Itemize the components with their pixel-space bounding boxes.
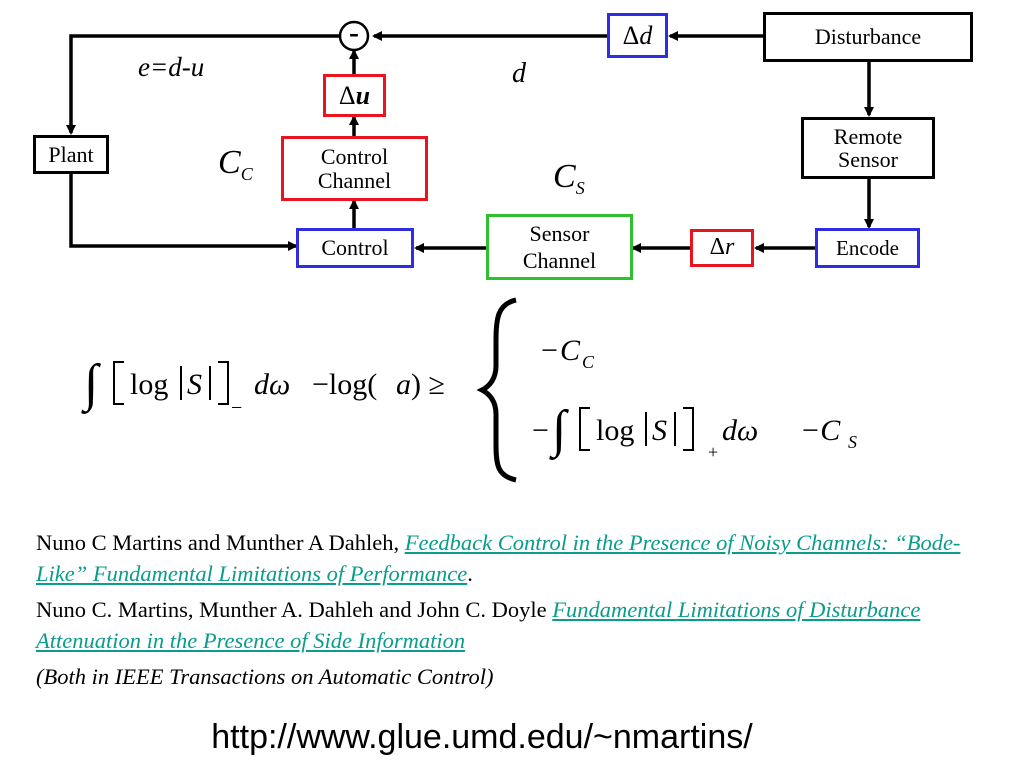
lhs-minus-subscript: − [231, 397, 242, 419]
lhs-bracket-left [113, 361, 124, 405]
lhs-log: log [130, 368, 168, 401]
delta-d-delta: Δ [622, 20, 640, 50]
formula-graphic: ∫ log S − dω −log( a ) ≥ − C C − ∫ log [81, 297, 857, 483]
d-label: d [512, 58, 526, 89]
ref1-authors: Nuno C Martins and Munther A Dahleh, [36, 530, 400, 555]
delta-d-var: d [639, 20, 653, 50]
case2-minus: − [532, 414, 549, 447]
reference-2: Nuno C. Martins, Munther A. Dahleh and J… [36, 594, 996, 656]
remote-sensor-line1: Remote [833, 123, 903, 149]
disturbance-label: Disturbance [814, 24, 922, 50]
encode-block: Encode [815, 228, 920, 268]
plant-label: Plant [48, 141, 94, 167]
case1-minus: − [541, 334, 558, 367]
control-block: Control [296, 228, 414, 268]
cs-main: C [553, 158, 576, 195]
delta-u-var: u [355, 80, 371, 110]
case2-domega: dω [722, 414, 758, 447]
control-channel-line1: Control [320, 144, 389, 170]
control-label: Control [321, 235, 389, 261]
case2-log: log [596, 414, 634, 447]
error-equation-label: e=d-u [138, 52, 205, 82]
sensor-channel-line2: Channel [522, 248, 597, 273]
cc-subscript: C [240, 164, 253, 184]
arrow-sum-to-plant [66, 34, 339, 135]
case1-subscript: C [582, 352, 595, 372]
lhs-a: a [396, 368, 411, 401]
delta-r-var: r [725, 234, 735, 261]
remote-sensor-line2: Sensor [838, 147, 898, 172]
sensor-channel-block: Sensor Channel [486, 214, 633, 280]
ref1-end: . [467, 561, 473, 586]
ref1-title-link[interactable]: Feedback Control in the Presence of Nois… [36, 530, 961, 586]
cs-subscript: S [575, 178, 585, 198]
lhs-integral-sign: ∫ [81, 355, 101, 414]
journal-note: (Both in IEEE Transactions on Automatic … [36, 664, 494, 689]
arrow-plant-to-control [69, 172, 298, 251]
delta-r-delta: Δ [709, 234, 726, 261]
ref2-authors: Nuno C. Martins, Munther A. Dahleh and J… [36, 597, 547, 622]
lhs-close-geq: ) ≥ [411, 368, 445, 401]
case2-bracket-right [683, 407, 694, 451]
disturbance-block: Disturbance [763, 12, 973, 62]
control-channel-line2: Channel [317, 167, 392, 193]
ref2-title-link[interactable]: Fundamental Limitations of Disturbance A… [36, 597, 921, 653]
case2-minus-C: −C [800, 414, 841, 447]
lhs-bracket-right [218, 361, 229, 405]
case2-plus-subscript: + [708, 442, 718, 462]
delta-u-delta: Δ [338, 80, 356, 110]
sensor-channel-line1: Sensor [529, 220, 590, 246]
case2-integral-sign: ∫ [549, 401, 569, 460]
control-channel-block: Control Channel [281, 136, 428, 201]
control-capacity-label: CC [218, 144, 253, 185]
plant-block: Plant [33, 135, 109, 174]
sensor-capacity-label: CS [553, 158, 585, 199]
case1-C: C [560, 334, 581, 367]
lhs-S: S [187, 368, 202, 401]
cc-main: C [218, 144, 241, 181]
encode-label: Encode [836, 235, 899, 260]
cases-brace [476, 297, 517, 483]
case2-S: S [652, 414, 667, 447]
reference-1: Nuno C Martins and Munther A Dahleh, Fee… [36, 527, 996, 589]
summing-sign: - [349, 16, 359, 49]
lhs-minus-log: −log( [312, 368, 377, 401]
lhs-domega: dω [254, 368, 290, 401]
bode-inequality: ∫ log S − dω −log( a ) ≥ − C C − ∫ log [0, 290, 1024, 490]
case2-subscript: S [848, 432, 857, 452]
homepage-url: http://www.glue.umd.edu/~nmartins/ [211, 718, 753, 756]
summing-junction [338, 20, 370, 52]
case2-bracket-left [579, 407, 590, 451]
remote-sensor-block: Remote Sensor [801, 117, 935, 179]
diagram-connectors [66, 20, 874, 253]
